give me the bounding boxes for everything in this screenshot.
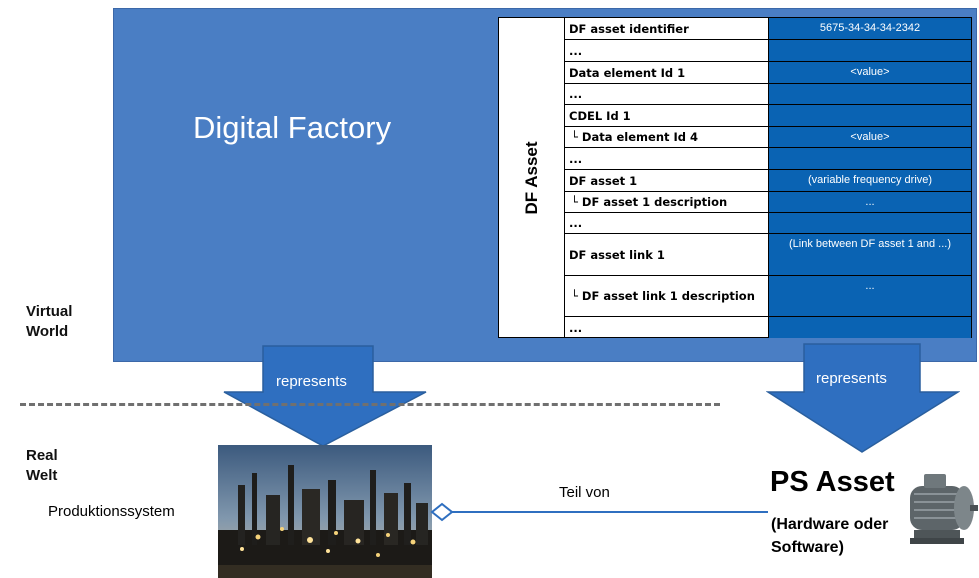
part-of-connector	[430, 502, 768, 522]
row-key: ...	[565, 317, 769, 338]
row-key: └ DF asset link 1 description	[565, 276, 769, 316]
world-boundary-line	[20, 403, 720, 406]
row-value	[769, 317, 971, 338]
represents-label-left: represents	[276, 373, 347, 390]
row-value	[769, 148, 971, 169]
real-welt-label: Real Welt	[26, 447, 58, 484]
row-key: └ Data element Id 4	[565, 127, 769, 147]
ps-asset-subtitle: (Hardware oder Software)	[771, 516, 889, 556]
row-key: ...	[565, 40, 769, 61]
table-row: ...	[565, 148, 971, 170]
table-row: ...	[565, 40, 971, 62]
row-value: <value>	[769, 127, 971, 147]
row-value: ...	[769, 276, 971, 316]
row-value: (variable frequency drive)	[769, 170, 971, 191]
row-key: DF asset 1	[565, 170, 769, 191]
table-row: └ DF asset link 1 description ...	[565, 276, 971, 317]
row-value: (Link between DF asset 1 and ...)	[769, 234, 971, 275]
df-asset-label-column: DF Asset	[499, 18, 565, 337]
table-row: └ Data element Id 4 <value>	[565, 127, 971, 148]
row-key: ...	[565, 148, 769, 169]
part-of-label: Teil von	[559, 484, 610, 501]
table-row: └ DF asset 1 description ...	[565, 192, 971, 213]
row-key: └ DF asset 1 description	[565, 192, 769, 212]
row-value	[769, 40, 971, 61]
table-row: DF asset 1 (variable frequency drive)	[565, 170, 971, 192]
table-row: ...	[565, 317, 971, 338]
row-key: ...	[565, 213, 769, 233]
table-row: DF asset identifier 5675-34-34-34-2342	[565, 18, 971, 40]
virtual-world-label: Virtual World	[26, 303, 73, 340]
table-row: ...	[565, 84, 971, 105]
row-value	[769, 213, 971, 233]
table-row: CDEL Id 1	[565, 105, 971, 127]
df-asset-rows: DF asset identifier 5675-34-34-34-2342 .…	[565, 18, 971, 338]
represents-arrow-right	[766, 343, 960, 453]
production-system-label: Produktionssystem	[48, 503, 175, 520]
row-value: ...	[769, 192, 971, 212]
row-key: CDEL Id 1	[565, 105, 769, 126]
digital-factory-title: Digital Factory	[193, 110, 392, 145]
row-key: DF asset link 1	[565, 234, 769, 275]
represents-arrow-left	[223, 345, 427, 447]
row-key: ...	[565, 84, 769, 104]
df-asset-table: DF Asset DF asset identifier 5675-34-34-…	[498, 17, 972, 338]
table-row: Data element Id 1 <value>	[565, 62, 971, 84]
row-key: Data element Id 1	[565, 62, 769, 83]
row-value: 5675-34-34-34-2342	[769, 18, 971, 39]
table-row: ...	[565, 213, 971, 234]
row-key: DF asset identifier	[565, 18, 769, 39]
row-value: <value>	[769, 62, 971, 83]
row-value	[769, 84, 971, 104]
ps-asset-title: PS Asset	[770, 466, 895, 498]
table-row: DF asset link 1 (Link between DF asset 1…	[565, 234, 971, 276]
df-asset-label: DF Asset	[522, 141, 541, 215]
motor-icon	[910, 474, 978, 544]
row-value	[769, 105, 971, 126]
represents-label-right: represents	[816, 370, 887, 387]
production-plant-image	[218, 445, 432, 578]
